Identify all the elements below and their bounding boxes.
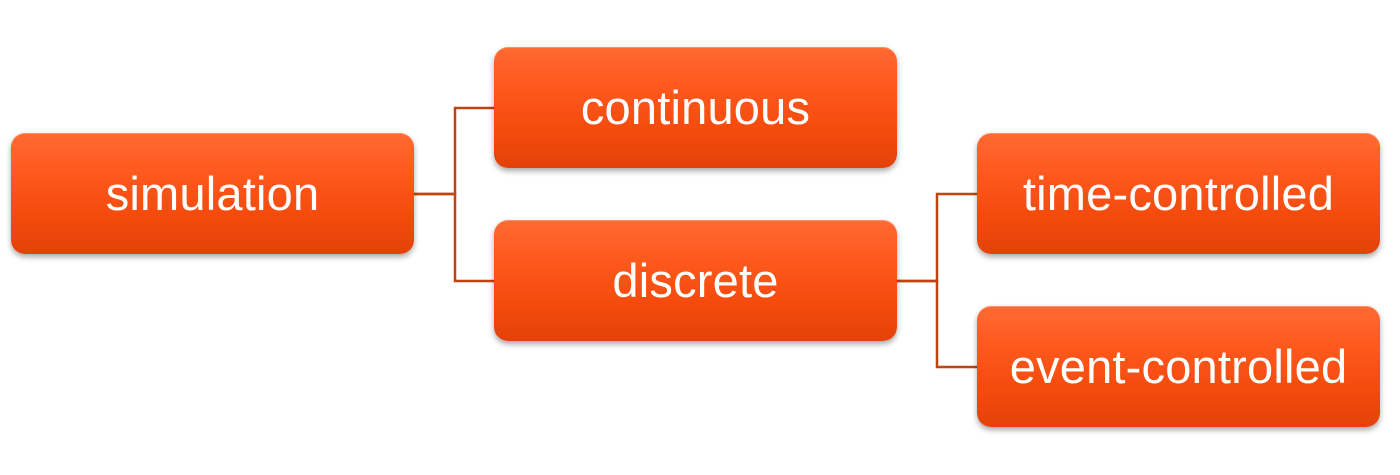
- node-simulation: simulation: [11, 133, 414, 254]
- connector-discrete-event-controlled: [897, 279, 977, 369]
- node-event-controlled: event-controlled: [977, 306, 1380, 427]
- node-discrete: discrete: [494, 220, 897, 341]
- node-continuous: continuous: [494, 47, 897, 168]
- connector-simulation-continuous: [414, 106, 494, 196]
- connector-simulation-discrete: [414, 192, 494, 283]
- connector-discrete-time-controlled: [897, 192, 977, 283]
- node-simulation-label: simulation: [105, 167, 320, 220]
- node-time-controlled-label: time-controlled: [1022, 167, 1335, 220]
- node-discrete-label: discrete: [612, 254, 779, 307]
- node-event-controlled-label: event-controlled: [1009, 340, 1348, 393]
- node-continuous-label: continuous: [580, 81, 811, 134]
- node-time-controlled: time-controlled: [977, 133, 1380, 254]
